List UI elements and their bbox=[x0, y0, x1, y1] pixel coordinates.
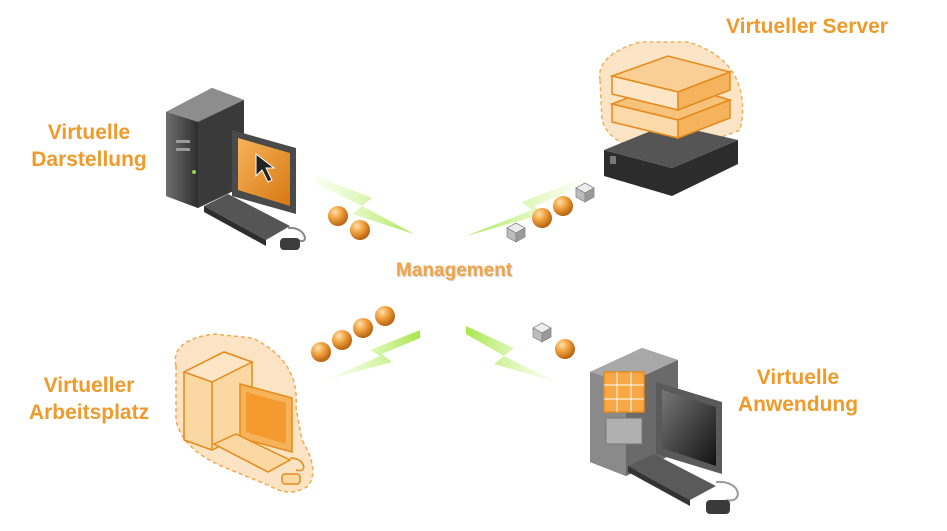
data-packets-bottom-left bbox=[311, 306, 395, 362]
gray-cube-icon bbox=[506, 222, 526, 243]
orange-sphere-icon bbox=[532, 208, 552, 228]
virtual-workplace-label-line2: Arbeitsplatz bbox=[28, 401, 150, 424]
virtual-application-label-line1: Virtuelle bbox=[756, 366, 840, 389]
orange-sphere-icon bbox=[350, 220, 370, 240]
lightning-bolt-icon bbox=[466, 180, 578, 236]
gray-cube-icon bbox=[575, 182, 595, 203]
orange-sphere-icon bbox=[328, 206, 348, 226]
data-packets-top-left bbox=[328, 206, 370, 240]
virtual-display-label-line1: Virtuelle bbox=[47, 121, 131, 144]
orange-sphere-icon bbox=[311, 342, 331, 362]
virtual-server-label: Virtueller Server bbox=[726, 15, 888, 38]
virtual-application-label: Virtuelle Anwendung bbox=[718, 364, 878, 418]
desktop-computer-icon bbox=[166, 88, 306, 250]
data-packets-top-right bbox=[532, 196, 573, 228]
virtual-display-label: Virtuelle Darstellung bbox=[14, 119, 164, 173]
orange-sphere-icon bbox=[353, 318, 373, 338]
virtual-desktop-icon bbox=[174, 333, 314, 493]
virtual-workplace-label-line1: Virtueller bbox=[43, 374, 135, 397]
orange-sphere-icon bbox=[332, 330, 352, 350]
virtual-application-label-line2: Anwendung bbox=[737, 393, 859, 416]
management-label: Management bbox=[395, 260, 513, 281]
virtual-workplace-label: Virtueller Arbeitsplatz bbox=[14, 372, 164, 426]
virtual-display-label-line2: Darstellung bbox=[31, 148, 147, 171]
lightning-bolt-icon bbox=[316, 176, 414, 234]
orange-sphere-icon bbox=[375, 306, 395, 326]
rack-server-icon bbox=[598, 41, 744, 196]
lightning-bolt-icon bbox=[466, 326, 556, 382]
orange-sphere-icon bbox=[553, 196, 573, 216]
application-computer-icon bbox=[590, 348, 739, 514]
lightning-bolt-icon bbox=[326, 330, 420, 380]
orange-sphere-icon bbox=[555, 339, 575, 359]
gray-cube-icon bbox=[532, 322, 552, 343]
data-packets-bottom-right bbox=[555, 339, 575, 359]
